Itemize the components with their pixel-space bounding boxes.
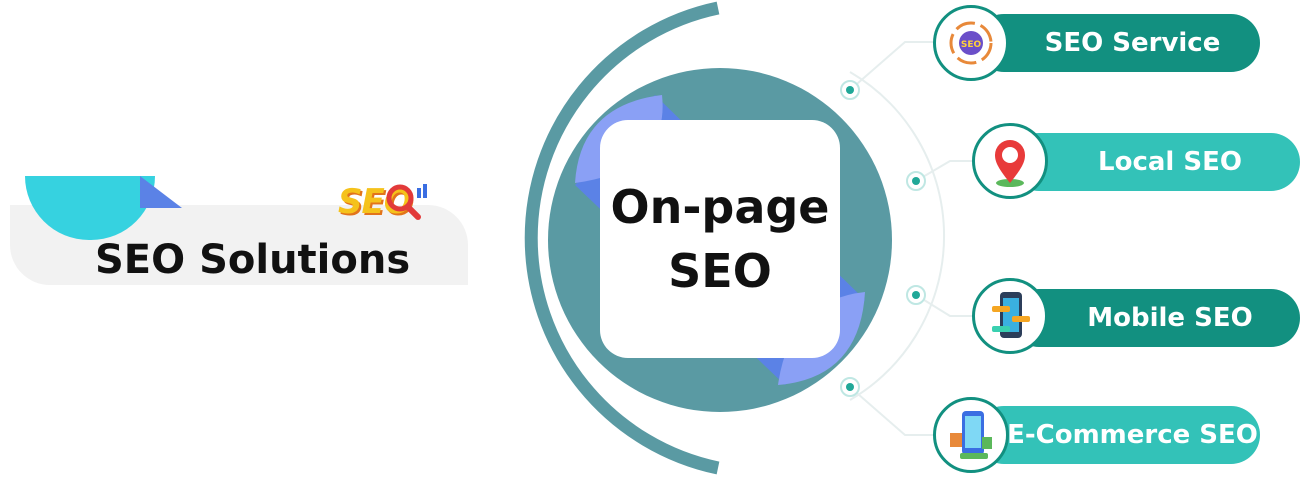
shopping-phone-icon (933, 397, 1009, 473)
center-title-line1: On-page (610, 180, 830, 234)
seo-logo: SEO (338, 180, 430, 230)
seo-gear-icon: SEO (933, 5, 1009, 81)
outer-arc (524, 1, 720, 475)
center-box: On-page SEO (600, 120, 840, 358)
connector-line-4 (849, 386, 935, 436)
left-title: SEO Solutions (95, 237, 411, 283)
magnifier-icon (386, 184, 427, 220)
connector-dot-3 (906, 285, 926, 305)
connector-dot-1 (840, 80, 860, 100)
center-title-line2: SEO (668, 244, 772, 298)
connector-dot-4 (840, 377, 860, 397)
svg-text:SEO: SEO (961, 40, 982, 50)
connector-dot-2 (906, 171, 926, 191)
map-pin-icon (972, 123, 1048, 199)
item-seo-service: SEO Service (975, 14, 1260, 72)
item-label: Mobile SEO (1087, 303, 1253, 333)
item-mobile-seo: Mobile SEO (1010, 289, 1300, 347)
item-label: E-Commerce SEO (1007, 420, 1258, 450)
item-ecommerce-seo: E-Commerce SEO (975, 406, 1260, 464)
item-label: Local SEO (1098, 147, 1242, 177)
connector-arc (849, 71, 945, 401)
connector-line-3 (915, 294, 975, 317)
connector-line-1 (849, 41, 935, 91)
mobile-phone-icon (972, 278, 1048, 354)
item-label: SEO Service (1044, 28, 1221, 58)
connector-line-2 (915, 160, 975, 182)
item-local-seo: Local SEO (1010, 133, 1300, 191)
